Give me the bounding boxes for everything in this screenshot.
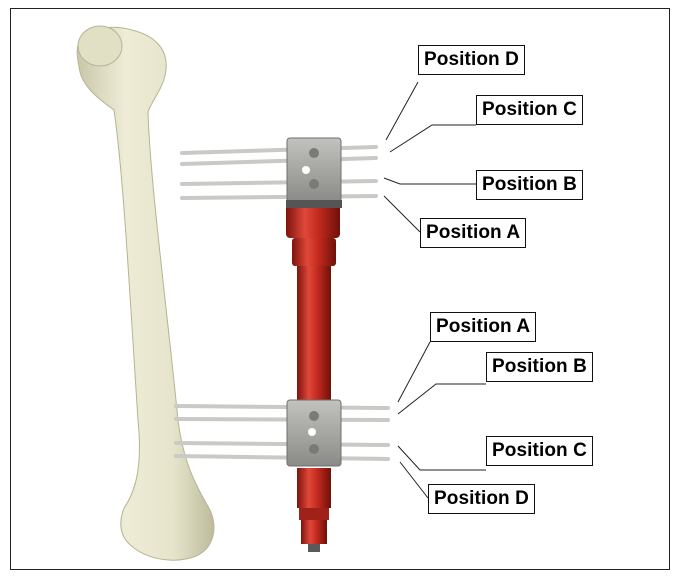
lower-pins bbox=[176, 406, 388, 459]
label-upper-position-b: Position B bbox=[476, 170, 583, 200]
label-upper-position-c: Position C bbox=[476, 95, 583, 125]
leader-lines bbox=[384, 82, 486, 498]
red-rod bbox=[286, 198, 340, 552]
label-lower-position-b: Position B bbox=[486, 352, 593, 382]
upper-pins bbox=[182, 147, 376, 198]
label-lower-position-c: Position C bbox=[486, 436, 593, 466]
upper-clamp bbox=[286, 138, 342, 208]
lower-clamp bbox=[287, 400, 341, 466]
label-upper-position-a: Position A bbox=[420, 218, 526, 248]
femur-bone bbox=[77, 27, 214, 560]
label-lower-position-d: Position D bbox=[428, 484, 535, 514]
label-lower-position-a: Position A bbox=[430, 312, 536, 342]
label-upper-position-d: Position D bbox=[418, 45, 525, 75]
